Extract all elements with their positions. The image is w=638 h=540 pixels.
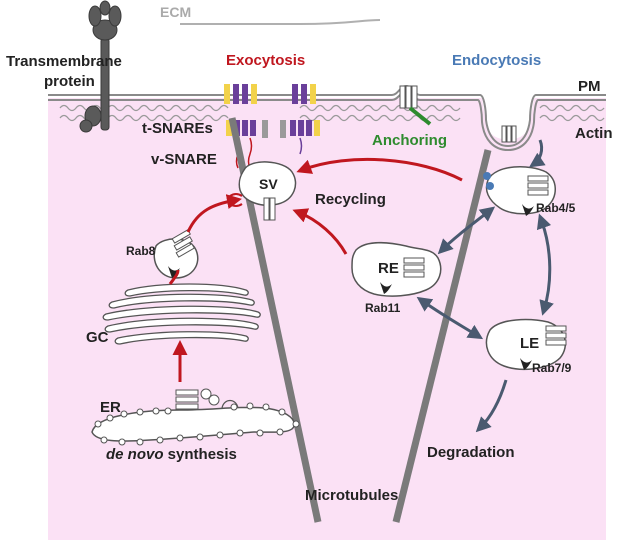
recycling-endosome bbox=[351, 242, 442, 297]
le-label: LE bbox=[520, 335, 540, 352]
v-snare-label: v-SNARE bbox=[151, 151, 217, 168]
actin-label: Actin bbox=[575, 125, 613, 142]
de-novo-label: de novo bbox=[106, 446, 164, 463]
degradation-label: Degradation bbox=[427, 444, 515, 461]
ecm-fibre bbox=[299, 19, 381, 25]
synthesis-label: de novo synthesis bbox=[106, 447, 237, 462]
gc-label: GC bbox=[86, 329, 109, 346]
rab45-label: Rab4/5 bbox=[536, 201, 576, 215]
arrow-re-le bbox=[416, 296, 484, 340]
arrow-ee-to-sv bbox=[296, 157, 463, 182]
rab11-label: Rab11 bbox=[365, 301, 401, 315]
endocytic-cargo bbox=[501, 125, 517, 143]
sv-label: SV bbox=[259, 176, 278, 192]
synthesis-word: synthesis bbox=[163, 446, 237, 463]
arrow-re-to-sv bbox=[292, 208, 348, 255]
endoplasmic-reticulum bbox=[91, 388, 300, 446]
re-label: RE bbox=[378, 260, 399, 277]
t-snares-label: t-SNAREs bbox=[142, 120, 213, 137]
arrow-pit-to-ee bbox=[529, 139, 546, 168]
rab8-vesicle bbox=[153, 229, 199, 279]
rab8-label: Rab8 bbox=[126, 244, 156, 258]
rab79-label: Rab7/9 bbox=[532, 361, 572, 375]
arrow-ee-le bbox=[536, 213, 554, 316]
arrow-rab8-to-sv bbox=[186, 194, 242, 233]
snare-complex-right bbox=[280, 84, 320, 155]
arrow-le-to-degradation bbox=[475, 379, 508, 433]
recycling-label: Recycling bbox=[315, 191, 386, 208]
late-endosome bbox=[485, 318, 567, 371]
anchoring-protein bbox=[399, 85, 432, 126]
anchoring-label: Anchoring bbox=[372, 132, 447, 149]
early-endosome bbox=[483, 166, 556, 216]
arrow-ee-re bbox=[437, 206, 496, 255]
transmembrane-label: Transmembrane bbox=[6, 53, 122, 70]
golgi-complex bbox=[102, 283, 261, 345]
arrow-golgi-to-rab8 bbox=[168, 269, 180, 285]
ecm-label: ECM bbox=[160, 4, 192, 20]
endocytosis-label: Endocytosis bbox=[452, 52, 542, 69]
er-label: ER bbox=[100, 399, 121, 416]
transmembrane-protein bbox=[79, 0, 122, 133]
exocytosis-label: Exocytosis bbox=[226, 52, 306, 69]
protein-label: protein bbox=[44, 73, 95, 90]
pm-label: PM bbox=[578, 78, 601, 95]
microtubules-label: Microtubules bbox=[305, 487, 399, 504]
